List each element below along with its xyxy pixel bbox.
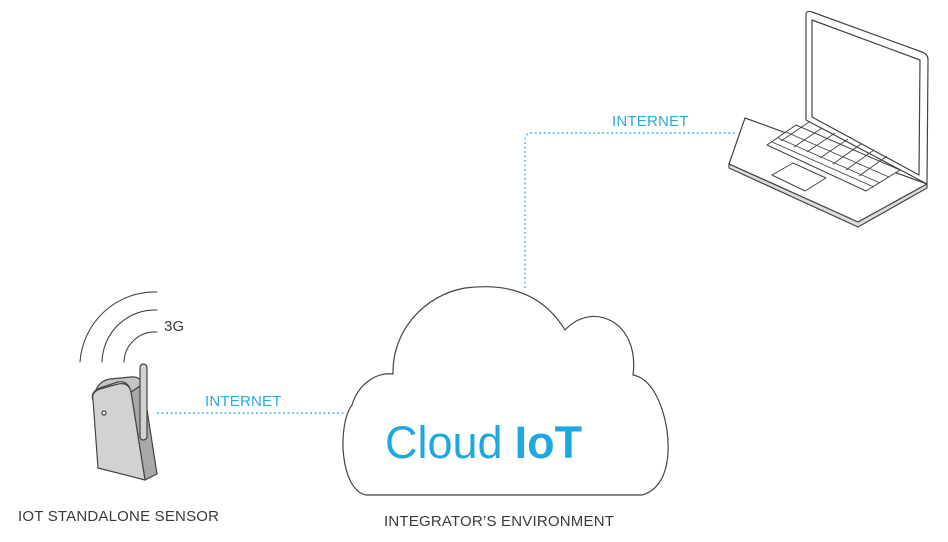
iot-word: IoT xyxy=(515,417,582,468)
cloud-icon xyxy=(342,286,669,496)
internet-label-laptop-link: INTERNET xyxy=(612,113,689,130)
environment-caption: INTEGRATOR’S ENVIRONMENT xyxy=(384,513,614,530)
wireless-signal-icon xyxy=(79,291,158,363)
connector-cloud-laptop xyxy=(524,132,737,288)
cloud-word: Cloud xyxy=(385,417,503,468)
internet-label-sensor-link: INTERNET xyxy=(205,393,282,410)
sensor-device-icon xyxy=(91,363,158,481)
network-3g-label: 3G xyxy=(164,318,184,335)
laptop-icon xyxy=(728,10,929,228)
sensor-caption: IOT STANDALONE SENSOR xyxy=(18,508,219,525)
